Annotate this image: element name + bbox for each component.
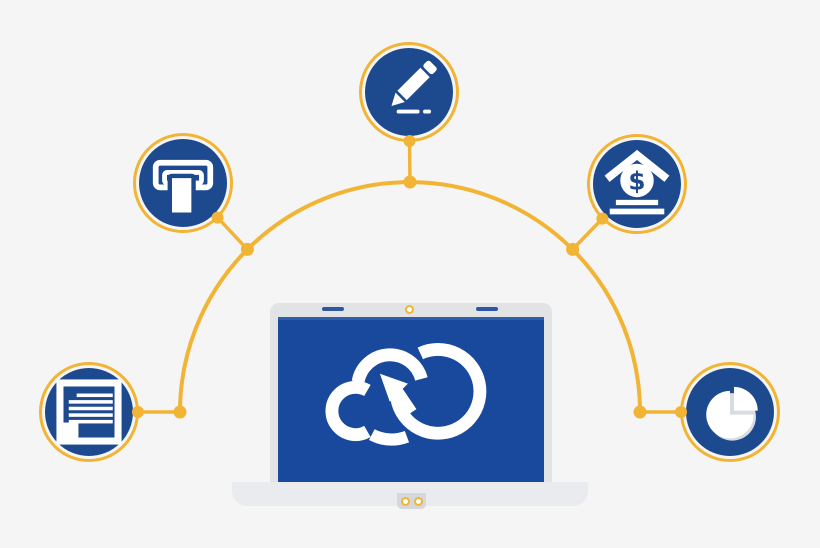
port-dot-left (400, 496, 410, 506)
webcam-icon (405, 305, 414, 314)
text-line-1 (76, 393, 113, 398)
text-line-4 (68, 413, 113, 417)
document-frame (56, 379, 122, 445)
underline-short (423, 109, 431, 114)
laptop-hinge-tab (397, 493, 426, 509)
atm-card-slot-icon (152, 159, 214, 217)
pencil-tip (391, 92, 405, 107)
pie-main-slice (706, 390, 754, 439)
text-line-3 (68, 406, 113, 411)
pie-quarter-slice (733, 386, 758, 411)
arc-end-dot-right (633, 405, 647, 419)
bezel-dash-left (322, 307, 344, 311)
cloud-bottom-arc (368, 428, 410, 446)
bank-dollar-icon: $ (604, 149, 670, 215)
text-line-5 (68, 419, 113, 424)
slot-outer-frame (152, 159, 214, 191)
bezel-dash-right (476, 307, 498, 311)
bank-roof (604, 149, 670, 182)
cloud-sync-arrow-icon (325, 342, 487, 446)
bank-step-lower (609, 208, 665, 215)
pie-shadow (708, 393, 756, 441)
arc-end-dot-left (173, 405, 187, 419)
pencil-body (397, 67, 430, 101)
pencil-eraser (423, 60, 437, 75)
laptop-screen (278, 317, 544, 482)
underline-long (396, 109, 420, 114)
node-bank: $ (587, 134, 687, 234)
node-pie-chart (680, 362, 780, 462)
slot-inner-frame (162, 170, 204, 186)
cloud-left-arc (325, 380, 371, 441)
coin-disc (620, 163, 654, 198)
bank-step-upper (615, 199, 659, 206)
connector-top (407, 140, 412, 183)
document-lines-icon (56, 379, 122, 445)
arc-junction-dot-upper-right (566, 242, 580, 256)
pencil-edit-icon (391, 60, 437, 114)
node-card-terminal (133, 133, 233, 233)
card (167, 173, 196, 217)
pie-chart-icon (706, 386, 758, 441)
node-document (39, 362, 139, 462)
port-dot-right (413, 496, 423, 506)
node-edit (359, 42, 459, 142)
arc-junction-dot-top (403, 175, 417, 189)
arc-junction-dot-upper-left (240, 242, 254, 256)
dollar-sign: $ (628, 166, 645, 195)
text-line-2 (68, 400, 113, 404)
folded-corner (61, 422, 79, 440)
